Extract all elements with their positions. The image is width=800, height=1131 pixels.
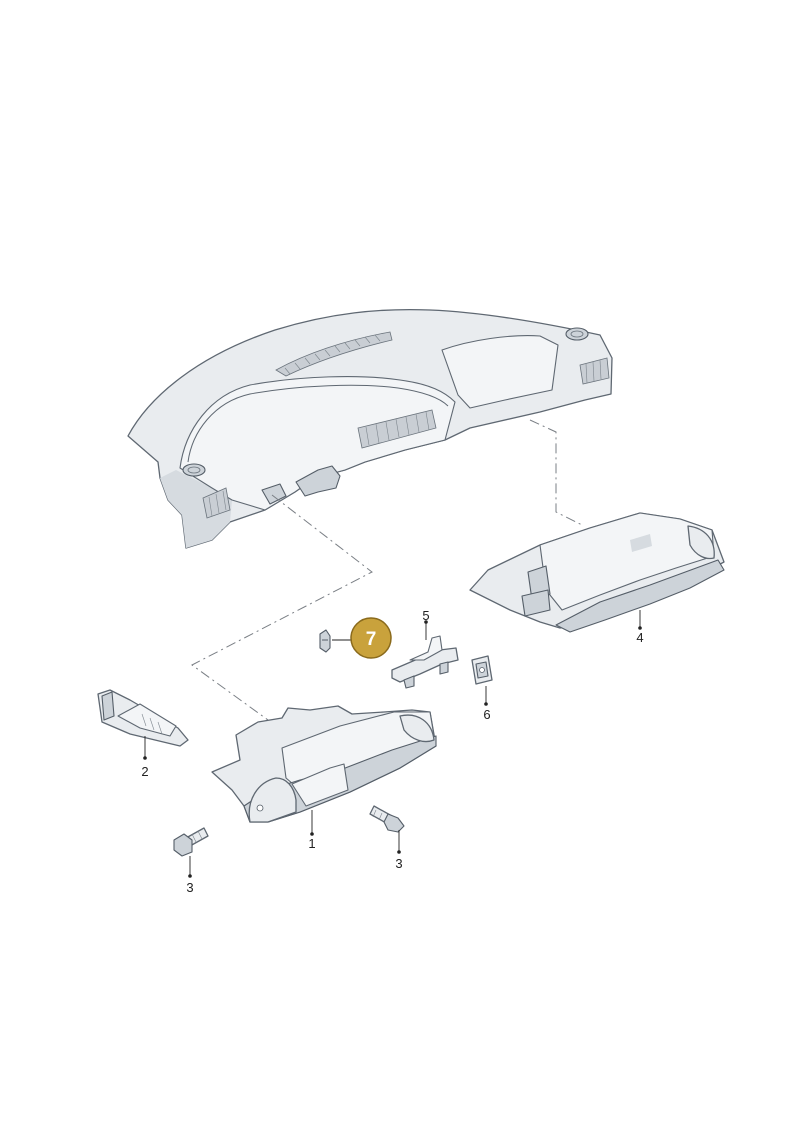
- part-1-glovebox: [211, 705, 437, 823]
- part-7-clip: [319, 629, 331, 653]
- part-3-bolt-right: [369, 805, 405, 833]
- leader-lines: [143, 610, 642, 878]
- callout-1: 1: [308, 836, 315, 851]
- callout-2: 2: [141, 764, 148, 779]
- highlight-badge-7: 7: [350, 617, 392, 659]
- highlight-badge-label: 7: [366, 629, 377, 650]
- part-4-glovebox-lid: [469, 512, 725, 633]
- part-3-bolt-left: [173, 827, 209, 857]
- part-6-clip-nut: [471, 655, 493, 685]
- callout-6: 6: [483, 707, 490, 722]
- callout-3-right: 3: [395, 856, 402, 871]
- callout-5: 5: [422, 608, 429, 623]
- part-2-side-trim: [97, 689, 189, 747]
- callout-4: 4: [636, 630, 643, 645]
- callout-3-left: 3: [186, 880, 193, 895]
- part-5-bracket: [391, 635, 459, 689]
- dashboard-panel: [127, 308, 613, 549]
